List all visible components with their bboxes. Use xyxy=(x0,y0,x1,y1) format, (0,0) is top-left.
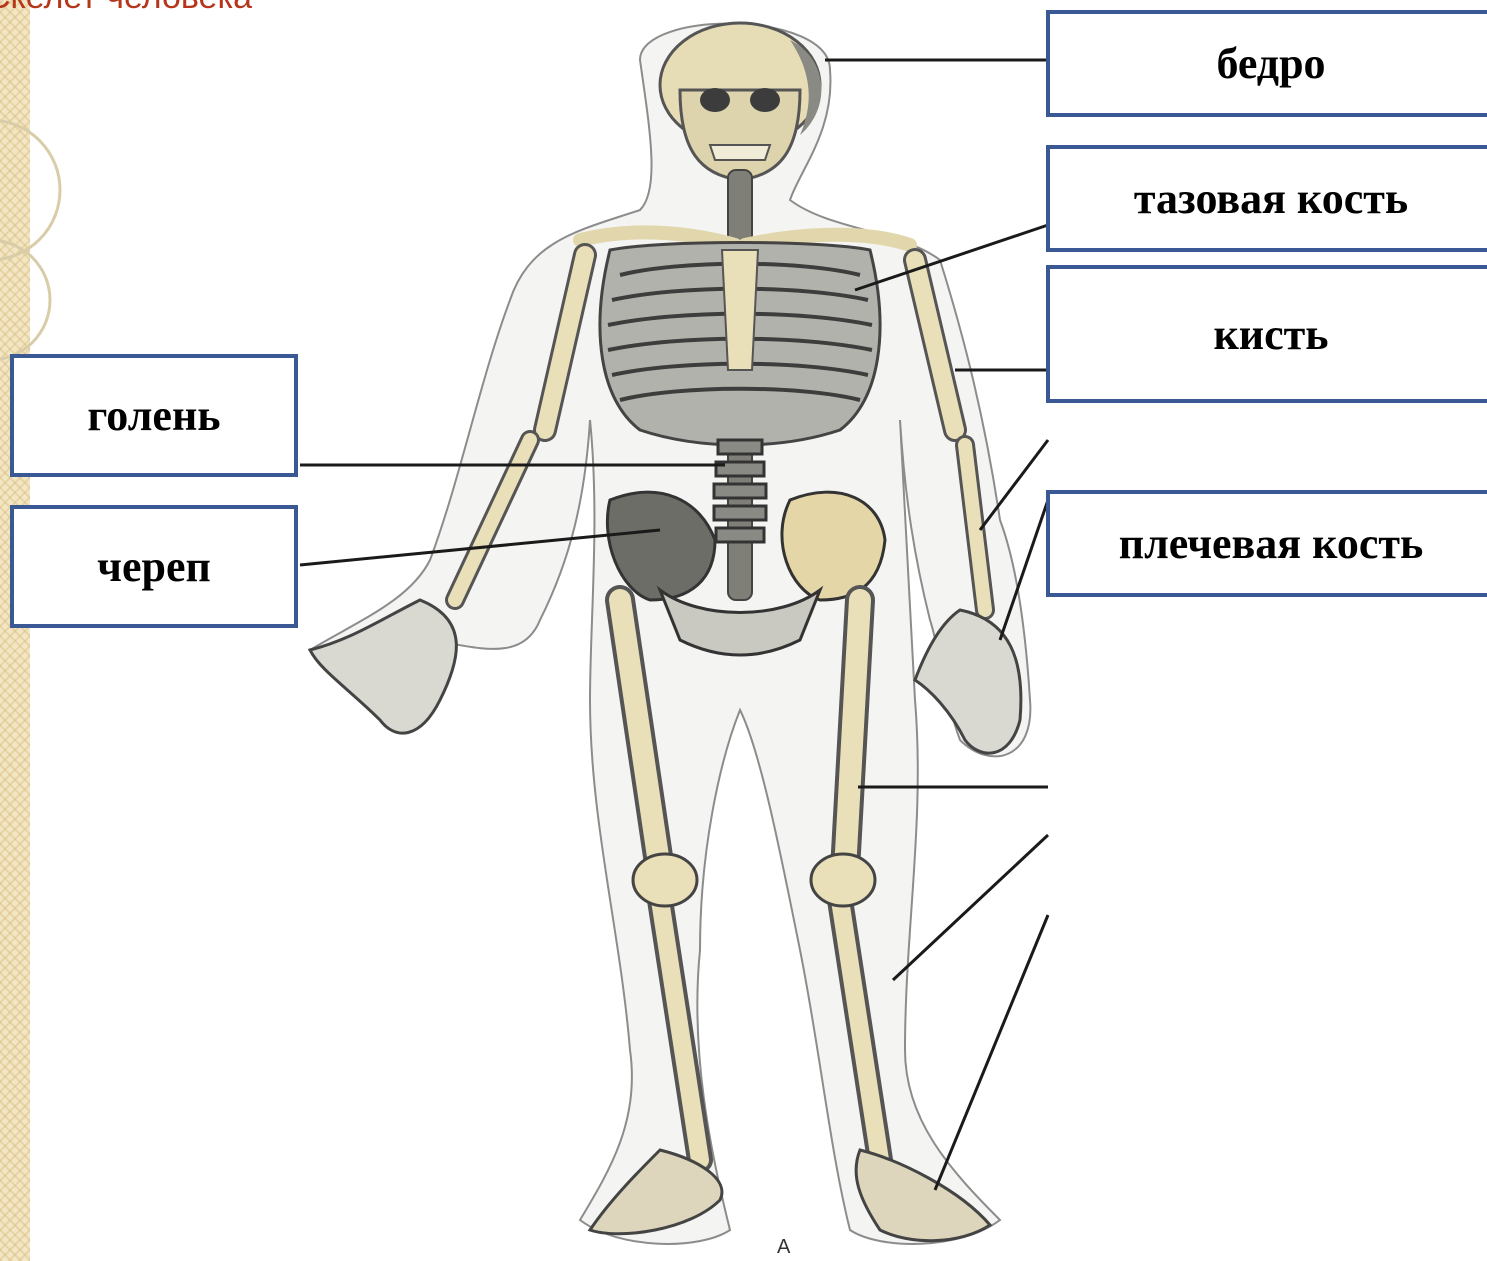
teeth xyxy=(710,145,770,160)
slide-title: Скелет человека xyxy=(0,0,252,17)
label-kist[interactable]: кисть xyxy=(1046,265,1487,403)
label-plechevaya-kost[interactable]: плечевая кость xyxy=(1046,490,1487,597)
sternum xyxy=(722,250,758,370)
lumbar-vertebrae xyxy=(714,440,766,542)
left-hand xyxy=(310,600,456,733)
knee xyxy=(633,854,697,906)
label-bedro[interactable]: бедро xyxy=(1046,10,1487,117)
decorative-circle xyxy=(0,120,60,260)
label-golen[interactable]: голень xyxy=(10,354,298,477)
figure-caption: A xyxy=(777,1236,790,1259)
label-cherep[interactable]: череп xyxy=(10,505,298,628)
leader-line-fibula xyxy=(893,835,1048,980)
pelvis-right xyxy=(782,492,885,600)
label-tazovaya-kost[interactable]: тазовая кость xyxy=(1046,145,1487,252)
knee xyxy=(811,854,875,906)
leader-line-foot xyxy=(935,915,1048,1190)
eye-socket xyxy=(750,88,780,112)
eye-socket xyxy=(700,88,730,112)
